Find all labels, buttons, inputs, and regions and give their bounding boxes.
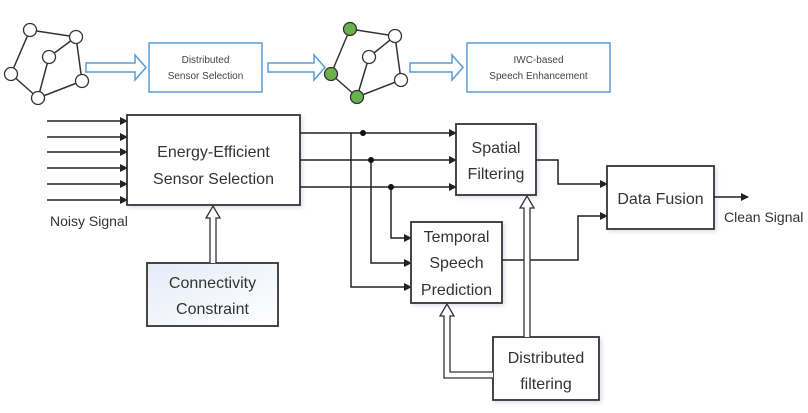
temporal-line1: Temporal (424, 229, 490, 246)
distributed-selection-line1: Distributed (182, 55, 230, 66)
distributed-to-spatial-double-arrow-icon (518, 194, 536, 337)
constraint-double-arrow-icon (204, 204, 222, 263)
energy-box-line2: Sensor Selection (153, 171, 274, 188)
clean-signal-label: Clean Signal (724, 209, 803, 225)
iwc-line2: Speech Enhancement (489, 71, 588, 82)
distributed-to-temporal-double-arrow-icon (438, 302, 493, 379)
distributed-selection-line2: Sensor Selection (168, 71, 244, 82)
distributed-filtering-line1: Distributed (508, 350, 584, 367)
selected-graph-node (342, 21, 358, 37)
graph-node (68, 29, 84, 45)
graph-node (41, 49, 57, 65)
network-graph-after (323, 21, 409, 105)
network-graph-before (3, 22, 90, 106)
connectivity-line1: Connectivity (169, 275, 256, 292)
iwc-speech-enhancement-box (466, 42, 611, 93)
graph-node (387, 28, 403, 44)
flow-arrow-icon (267, 53, 326, 82)
temporal-line3: Prediction (421, 282, 492, 299)
selected-graph-node (349, 89, 365, 105)
energy-efficient-sensor-selection-box (126, 114, 301, 206)
temporal-line2: Speech (429, 255, 483, 272)
spatial-line1: Spatial (472, 140, 521, 157)
noisy-signal-label: Noisy Signal (50, 213, 128, 229)
iwc-line1: IWC-based (513, 55, 563, 66)
junction-dots (360, 130, 394, 190)
distributed-filtering-box (492, 336, 600, 401)
fusion-input-lines (502, 159, 608, 261)
selected-sensor-lines (300, 129, 457, 291)
graph-node (74, 73, 90, 89)
data-fusion-label: Data Fusion (617, 191, 703, 208)
distributed-filtering-line2: filtering (520, 376, 572, 393)
graph-node (30, 90, 46, 106)
graph-node (393, 72, 409, 88)
flow-arrow-icon (85, 53, 147, 82)
graph-node (361, 49, 377, 65)
selected-graph-node (323, 66, 339, 82)
spatial-line2: Filtering (468, 166, 525, 183)
temporal-speech-prediction-box (410, 221, 503, 304)
connectivity-line2: Constraint (176, 301, 249, 318)
distributed-sensor-selection-box (148, 42, 263, 93)
graph-node (3, 66, 19, 82)
flow-arrow-icon (409, 53, 464, 82)
noisy-input-lines (47, 117, 128, 204)
energy-box-line1: Energy-Efficient (157, 144, 270, 161)
spatial-filtering-box (455, 123, 537, 196)
graph-node (22, 22, 38, 38)
